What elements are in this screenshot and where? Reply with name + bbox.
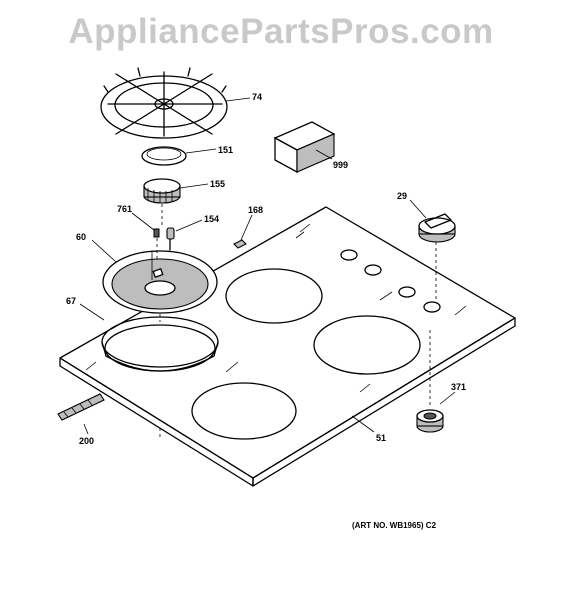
knob-bezel	[416, 330, 444, 433]
part-label-screw: 761	[117, 204, 133, 214]
art-number-caption: (ART NO. WB1965) C2	[352, 521, 437, 530]
screw	[153, 228, 160, 262]
knob-hole-1	[340, 249, 358, 261]
part-label-grate: 74	[252, 92, 263, 102]
knob-hole-2	[364, 264, 382, 276]
parts-kit-box	[273, 121, 336, 174]
burner-grate	[100, 67, 228, 139]
cooktop-glass	[59, 206, 516, 487]
part-label-burner-head: 155	[210, 179, 226, 189]
burner-opening-rear	[225, 268, 323, 324]
electrode	[166, 227, 175, 251]
watermark-logo: AppliancePartsPros.com	[68, 12, 494, 51]
part-label-burner-bowl: 60	[76, 232, 87, 242]
trim-strip	[57, 393, 105, 421]
burner-head	[143, 178, 181, 228]
knob-hole-3	[398, 286, 416, 298]
knob-hole-4	[423, 301, 441, 313]
part-label-cooktop-glass: 51	[376, 433, 387, 443]
burner-cap	[141, 146, 187, 166]
burner-bowl	[102, 250, 218, 314]
clip	[233, 239, 247, 249]
part-label-cap: 151	[218, 145, 234, 155]
part-label-trim-strip: 200	[79, 436, 95, 446]
part-label-kit: 999	[333, 160, 349, 170]
part-label-knob-bezel: 371	[451, 382, 467, 392]
control-knob	[418, 213, 456, 300]
part-label-knob: 29	[397, 191, 408, 201]
leader-lines	[79, 97, 456, 435]
part-label-electrode: 154	[204, 214, 220, 224]
burner-opening-front	[191, 382, 297, 440]
part-label-clip: 168	[248, 205, 264, 215]
part-label-seal-ring: 67	[66, 296, 77, 306]
seal-ring	[101, 316, 219, 372]
burner-opening-right	[313, 315, 421, 375]
